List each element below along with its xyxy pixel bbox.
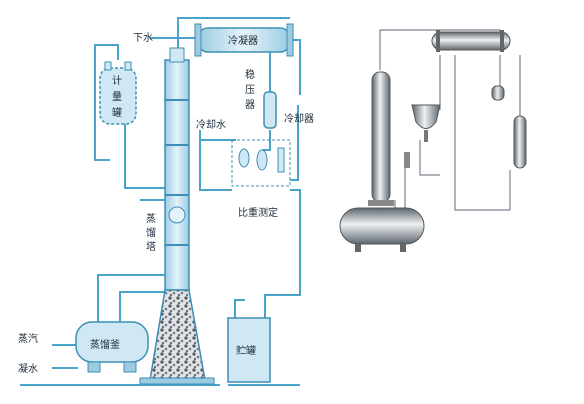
stabilizer-label-2: 压 xyxy=(245,84,255,96)
metering-tank-label-2: 量 xyxy=(112,91,122,103)
distill-tower: 蒸 馏 塔 xyxy=(146,47,190,291)
distill-tower-label-2: 馏 xyxy=(146,226,156,239)
stabilizer-label-3: 器 xyxy=(245,99,255,111)
density-measure-label: 比重测定 xyxy=(238,206,278,219)
distill-tower-label-3: 塔 xyxy=(146,240,156,253)
cooling-water-label: 冷却水 xyxy=(196,118,226,131)
right-3d-render xyxy=(339,29,527,252)
storage-tank: 贮罐 xyxy=(227,317,271,383)
metering-tank-label-1: 计 xyxy=(112,74,122,87)
left-schematic: 冷凝器 下水 计 量 罐 蒸 馏 塔 xyxy=(18,17,314,386)
density-measure-box: 比重测定 xyxy=(231,139,291,219)
packed-base xyxy=(139,289,215,385)
metering-tank: 计 量 罐 xyxy=(99,61,137,125)
distill-tower-label-1: 蒸 xyxy=(146,213,156,225)
storage-tank-label: 贮罐 xyxy=(236,344,256,357)
piping xyxy=(20,17,301,386)
xia-shui-label: 下水 xyxy=(133,32,153,44)
condensate-label: 凝水 xyxy=(18,363,38,375)
condenser-label: 冷凝器 xyxy=(228,34,258,47)
metering-tank-label-3: 罐 xyxy=(112,106,122,119)
boiler: 蒸馏釜 xyxy=(75,321,149,373)
cooler-label: 冷却器 xyxy=(284,112,314,125)
steam-label: 蒸汽 xyxy=(18,332,38,345)
condenser: 冷凝器 xyxy=(194,23,294,57)
stabilizer: 稳 压 器 xyxy=(245,68,277,129)
stabilizer-label-1: 稳 xyxy=(245,68,255,81)
boiler-label: 蒸馏釜 xyxy=(90,338,120,351)
